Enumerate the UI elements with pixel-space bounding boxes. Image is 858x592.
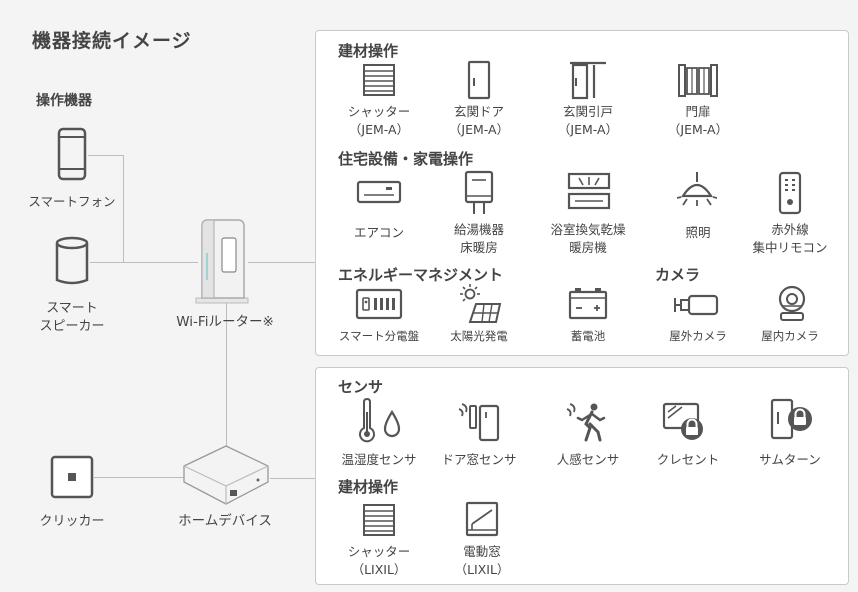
- building-control-lixil-header: 建材操作: [338, 478, 399, 496]
- smartphone-icon: [57, 127, 87, 181]
- outdoor-camera-icon: [674, 294, 719, 316]
- line-hub-bottom: [270, 478, 316, 479]
- ir-remote-label-1: 赤外線: [771, 222, 809, 237]
- shutter-icon: [363, 64, 395, 96]
- door-window-sensor-icon: [458, 403, 500, 442]
- ir-remote-icon: [778, 171, 802, 215]
- smartphone-label: スマートフォン: [28, 194, 116, 209]
- line-phone-v: [123, 155, 124, 263]
- smart-speaker-icon: [55, 236, 89, 285]
- front-door-label-1: 玄関ドア: [453, 104, 504, 119]
- battery-label: 蓄電池: [570, 329, 606, 343]
- electric-window-label-2: （LIXIL）: [454, 562, 510, 577]
- motion-sensor-icon: [566, 403, 606, 442]
- battery-icon: [568, 288, 608, 320]
- solar-panel-icon: [460, 284, 502, 323]
- sensor-header: センサ: [338, 378, 384, 396]
- electric-window-label-1: 電動窓: [463, 544, 501, 559]
- home-device-label: ホームデバイス: [178, 513, 272, 529]
- line-phone-h: [88, 155, 124, 156]
- building-control-header: 建材操作: [338, 42, 399, 60]
- crescent-lock-icon: [662, 402, 703, 440]
- line-clicker-hub: [94, 477, 184, 478]
- shutter-lixil-label-2: （LIXIL）: [351, 562, 407, 577]
- thumbturn-label: サムターン: [759, 452, 821, 467]
- crescent-label: クレセント: [656, 452, 720, 467]
- panelboard-icon: [355, 288, 403, 320]
- gate-icon: [678, 64, 718, 97]
- temp-humidity-label: 温湿度センサ: [341, 452, 417, 467]
- aircon-label: エアコン: [353, 225, 404, 240]
- front-door-label-2: （JEM-A）: [448, 122, 510, 137]
- sliding-door-label-1: 玄関引戸: [562, 104, 613, 119]
- line-speaker-router: [90, 262, 198, 263]
- motion-sensor-label: 人感センサ: [556, 452, 620, 467]
- sliding-door-icon: [570, 61, 606, 100]
- housing-appliance-header: 住宅設備・家電操作: [338, 150, 474, 168]
- energy-header: エネルギーマネジメント: [338, 266, 504, 284]
- shutter-label-1: シャッター: [347, 104, 411, 119]
- page-title: 機器接続イメージ: [32, 30, 192, 52]
- light-label: 照明: [685, 225, 711, 240]
- water-heater-icon: [464, 170, 494, 214]
- gate-label-2: （JEM-A）: [667, 122, 729, 137]
- speaker-label-1: スマート: [46, 301, 98, 316]
- router-icon: [195, 219, 249, 304]
- outdoor-camera-label: 屋外カメラ: [669, 329, 727, 343]
- panelboard-label: スマート分電盤: [338, 329, 420, 343]
- clicker-label: クリッカー: [39, 514, 105, 529]
- solar-label: 太陽光発電: [450, 329, 508, 343]
- water-heater-label-1: 給湯機器: [453, 222, 504, 237]
- line-router-top: [248, 262, 316, 263]
- indoor-camera-icon: [778, 285, 806, 321]
- bottom-panel: [315, 367, 849, 585]
- water-heater-label-2: 床暖房: [460, 240, 498, 255]
- electric-window-icon: [465, 501, 499, 537]
- controllers-header: 操作機器: [36, 93, 92, 109]
- temp-humidity-icon: [359, 398, 401, 443]
- gate-label-1: 門扉: [685, 104, 711, 119]
- indoor-camera-label: 屋内カメラ: [761, 329, 819, 343]
- bath-dryer-label-1: 浴室換気乾燥: [550, 222, 626, 237]
- camera-header: カメラ: [655, 266, 701, 284]
- bath-dryer-label-2: 暖房機: [569, 240, 607, 255]
- ir-remote-label-2: 集中リモコン: [752, 240, 828, 255]
- thumbturn-icon: [770, 398, 812, 440]
- ceiling-light-icon: [677, 172, 717, 206]
- speaker-label-2: スピーカー: [39, 319, 105, 334]
- front-door-icon: [467, 60, 491, 100]
- router-label: Wi-Fiルーター※: [176, 314, 274, 330]
- shutter-lixil-icon: [363, 504, 395, 536]
- home-device-icon: [183, 445, 269, 505]
- clicker-icon: [50, 455, 94, 499]
- sliding-door-label-2: （JEM-A）: [557, 122, 619, 137]
- shutter-lixil-label-1: シャッター: [347, 544, 411, 559]
- line-router-hub: [226, 303, 227, 453]
- door-window-sensor-label: ドア窓センサ: [441, 452, 517, 467]
- shutter-label-2: （JEM-A）: [348, 122, 410, 137]
- aircon-icon: [356, 180, 402, 204]
- bath-dryer-icon: [567, 172, 611, 210]
